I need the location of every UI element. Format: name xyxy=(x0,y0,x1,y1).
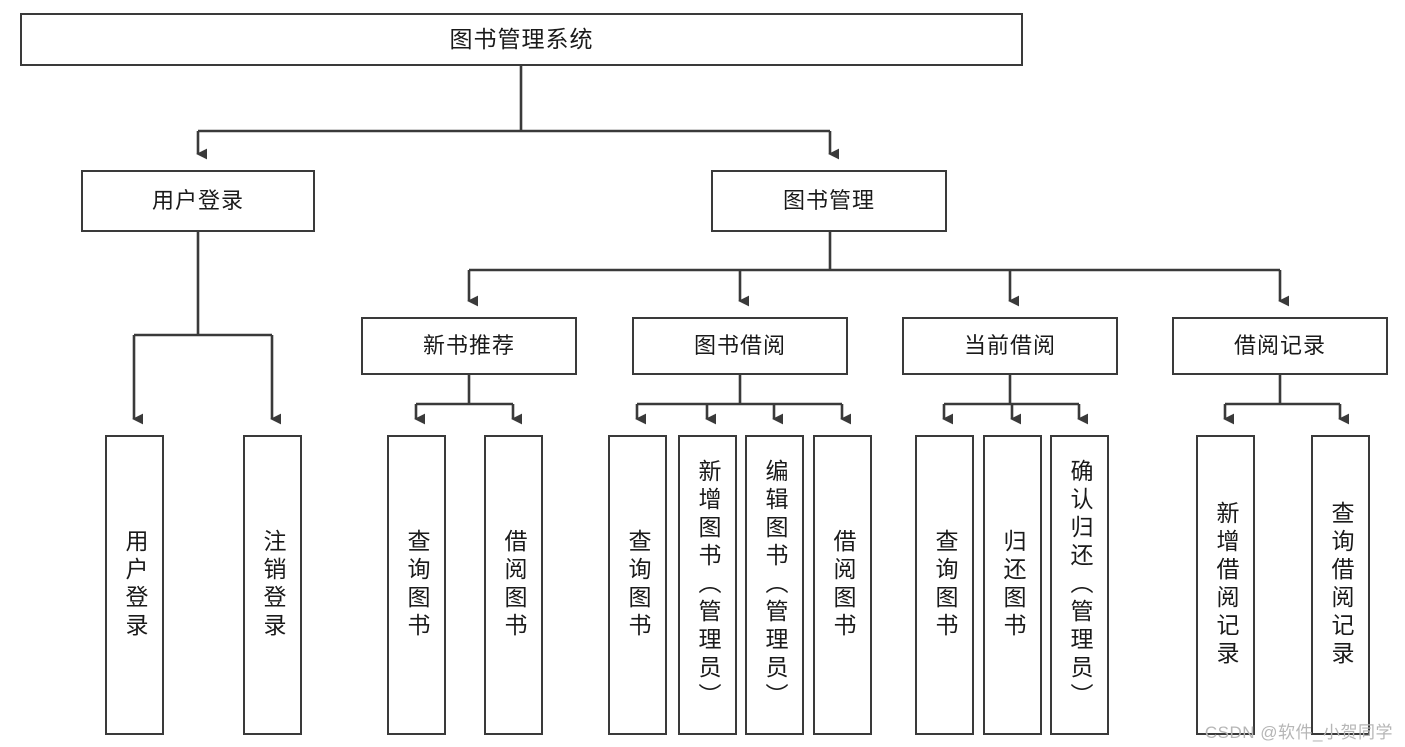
node-book-borrowing[interactable]: 图书借阅 xyxy=(632,317,848,375)
node-leaf-return-book[interactable]: 归还图书 xyxy=(983,435,1042,735)
node-borrow-records[interactable]: 借阅记录 xyxy=(1172,317,1388,375)
node-user-login-label: 用户登录 xyxy=(151,187,244,213)
node-leaf-borrow-book-label: 借阅图书 xyxy=(830,529,856,641)
node-leaf-query-borrow-record[interactable]: 查询借阅记录 xyxy=(1311,435,1370,735)
node-leaf-add-borrow-record-label: 新增借阅记录 xyxy=(1213,501,1239,669)
node-root-label: 图书管理系统 xyxy=(449,25,594,52)
node-leaf-query-books-rec-label: 查询图书 xyxy=(404,529,430,641)
node-leaf-add-book-admin-label: 新增图书（管理员） xyxy=(695,459,721,711)
node-book-management[interactable]: 图书管理 xyxy=(711,170,947,232)
node-book-management-label: 图书管理 xyxy=(782,187,875,213)
node-leaf-query-books-borrow-label: 查询图书 xyxy=(625,529,651,641)
node-book-borrowing-label: 图书借阅 xyxy=(693,332,786,358)
node-leaf-query-books-borrow[interactable]: 查询图书 xyxy=(608,435,667,735)
node-user-login[interactable]: 用户登录 xyxy=(81,170,315,232)
node-leaf-add-book-admin[interactable]: 新增图书（管理员） xyxy=(678,435,737,735)
node-leaf-query-borrow-record-label: 查询借阅记录 xyxy=(1328,501,1354,669)
node-leaf-logout[interactable]: 注销登录 xyxy=(243,435,302,735)
node-new-book-recommendation[interactable]: 新书推荐 xyxy=(361,317,577,375)
node-leaf-confirm-return-admin-label: 确认归还（管理员） xyxy=(1067,459,1093,711)
node-new-book-recommendation-label: 新书推荐 xyxy=(422,332,515,358)
node-leaf-return-book-label: 归还图书 xyxy=(1000,529,1026,641)
node-current-borrowing-label: 当前借阅 xyxy=(963,332,1056,358)
node-leaf-confirm-return-admin[interactable]: 确认归还（管理员） xyxy=(1050,435,1109,735)
watermark-text: CSDN @软件_小贺同学 xyxy=(1204,723,1393,742)
node-leaf-query-books-current-label: 查询图书 xyxy=(932,529,958,641)
node-leaf-query-books-current[interactable]: 查询图书 xyxy=(915,435,974,735)
node-leaf-edit-book-admin-label: 编辑图书（管理员） xyxy=(762,459,788,711)
node-leaf-query-books-rec[interactable]: 查询图书 xyxy=(387,435,446,735)
node-leaf-logout-label: 注销登录 xyxy=(260,529,286,641)
node-borrow-records-label: 借阅记录 xyxy=(1233,332,1326,358)
node-root[interactable]: 图书管理系统 xyxy=(20,13,1023,66)
node-leaf-edit-book-admin[interactable]: 编辑图书（管理员） xyxy=(745,435,804,735)
node-leaf-user-login[interactable]: 用户登录 xyxy=(105,435,164,735)
node-leaf-user-login-label: 用户登录 xyxy=(122,529,148,641)
node-leaf-add-borrow-record[interactable]: 新增借阅记录 xyxy=(1196,435,1255,735)
node-current-borrowing[interactable]: 当前借阅 xyxy=(902,317,1118,375)
node-leaf-borrow-books-rec[interactable]: 借阅图书 xyxy=(484,435,543,735)
node-leaf-borrow-books-rec-label: 借阅图书 xyxy=(501,529,527,641)
node-leaf-borrow-book[interactable]: 借阅图书 xyxy=(813,435,872,735)
